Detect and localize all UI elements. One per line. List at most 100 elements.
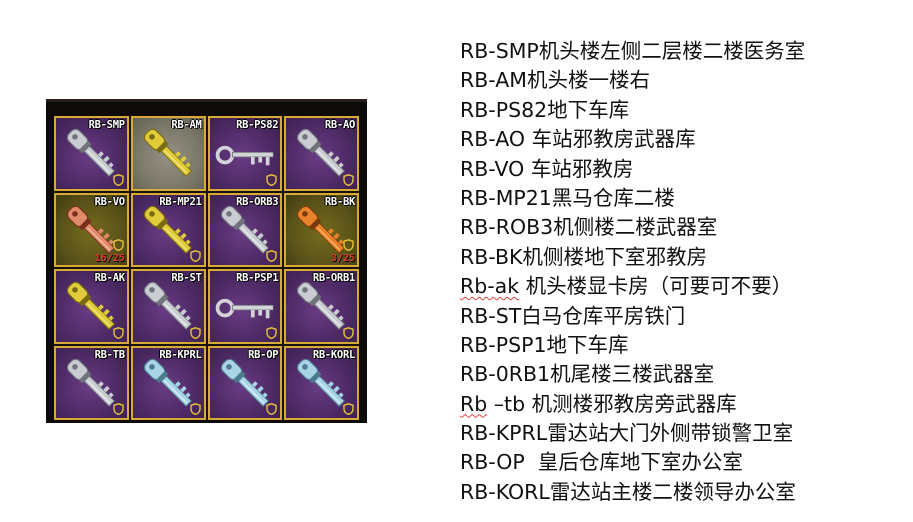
key-icon: [143, 281, 192, 330]
uses-counter: 16/25: [94, 253, 125, 264]
note-line: RB-AO 车站邪教房武器库: [460, 125, 900, 154]
slot-label: RB-PSP1: [236, 272, 279, 284]
note-text: 机侧楼地下室邪教房: [522, 244, 707, 269]
note-line: RB-0RB1机尾楼三楼武器室: [460, 360, 900, 389]
inventory-slot[interactable]: RB-ST: [130, 269, 206, 344]
note-line: RB-ST白马仓库平房铁门: [460, 302, 900, 331]
note-code: RB-ST: [460, 303, 522, 328]
key-icon: [66, 205, 115, 254]
inventory-slot[interactable]: RB-OP: [207, 345, 283, 420]
note-text: 机侧楼二楼武器室: [553, 215, 718, 240]
shield-icon: [266, 326, 277, 339]
inventory-slot[interactable]: RB-AM: [130, 116, 206, 191]
note-code: RB-OP: [460, 450, 525, 475]
slot-label: RB-ORB1: [312, 272, 355, 284]
inventory-slot[interactable]: RB-BK 3/25: [284, 192, 359, 267]
note-text: 地下车库: [546, 332, 629, 357]
slot-label: RB-OP: [248, 348, 279, 361]
slot-label: RB-AO: [324, 119, 355, 131]
note-text: 机头楼左侧二层楼二楼医务室: [538, 39, 806, 63]
note-line: RB-BK机侧楼地下室邪教房: [460, 243, 900, 272]
key-icon: [66, 358, 115, 407]
note-code: RB-KPRL: [460, 421, 548, 446]
slot-label: RB-AM: [171, 119, 202, 131]
slot-label: RB-KORL: [312, 348, 355, 361]
note-line: Rb-ak 机头楼显卡房（可要可不要）: [460, 272, 900, 301]
note-code: RB-BK: [460, 244, 523, 269]
note-text: 皇后仓库地下室办公室: [524, 450, 743, 475]
note-text: 车站邪教房: [524, 156, 634, 181]
note-text: 白马仓库平房铁门: [521, 303, 686, 328]
inventory-slot[interactable]: RB-AO: [284, 116, 359, 191]
note-line: RB-AM机头楼一楼右: [460, 66, 900, 95]
note-text: 地下车库: [547, 97, 630, 122]
key-icon: [143, 128, 192, 177]
note-text: 车站邪教房武器库: [525, 127, 696, 152]
slot-label: RB-PS82: [236, 119, 279, 131]
key-icon: [297, 205, 346, 254]
note-text: 机头楼一楼右: [526, 68, 650, 93]
note-text: –tb 机测楼邪教房旁武器库: [487, 391, 737, 416]
note-line: RB-KORL雷达站主楼二楼领导办公室: [460, 478, 900, 507]
shield-icon: [343, 326, 354, 339]
uses-counter: 3/25: [330, 253, 355, 264]
note-text: 雷达站主楼二楼领导办公室: [549, 479, 796, 504]
slot-label: RB-ST: [171, 272, 202, 284]
shield-icon: [343, 239, 354, 251]
shield-icon: [113, 239, 124, 251]
slot-label: RB-SMP: [88, 119, 125, 131]
key-icon: [297, 358, 346, 407]
note-code: RB-PSP1: [460, 332, 547, 357]
inventory-panel: RB-SMP RB-AM RB-PS82 RB-AO RB-VO 16/25 RB-MP21…: [46, 99, 367, 423]
shield-icon: [266, 250, 277, 262]
note-line: RB-ROB3机侧楼二楼武器室: [460, 213, 900, 242]
inventory-slot[interactable]: RB-PS82: [207, 116, 283, 191]
shield-icon: [189, 250, 201, 262]
shield-icon: [266, 403, 277, 415]
inventory-slot[interactable]: RB-MP21: [130, 192, 206, 267]
shield-icon: [113, 173, 124, 186]
note-line: RB-KPRL雷达站大门外侧带锁警卫室: [460, 419, 900, 448]
shield-icon: [113, 326, 124, 339]
note-code: RB-AM: [460, 68, 527, 93]
note-line: RB-MP21黑马仓库二楼: [460, 184, 900, 213]
note-line: Rb –tb 机测楼邪教房旁武器库: [460, 390, 900, 419]
shield-icon: [189, 326, 201, 339]
note-line: RB-PSP1地下车库: [460, 331, 900, 360]
key-icon: [215, 298, 274, 319]
key-icon: [215, 145, 274, 166]
note-code: RB-VO: [460, 156, 525, 181]
note-code: RB-KORL: [460, 479, 550, 504]
inventory-slot[interactable]: RB-VO 16/25: [54, 192, 129, 267]
inventory-slot[interactable]: RB-ORB1: [284, 269, 359, 344]
key-icon: [297, 281, 346, 330]
inventory-slot[interactable]: RB-KORL: [284, 345, 359, 420]
note-line: RB-PS82地下车库: [460, 96, 900, 125]
key-icon: [66, 281, 115, 330]
slot-label: RB-MP21: [159, 195, 202, 208]
shield-icon: [266, 173, 277, 186]
inventory-slot[interactable]: RB-SMP: [54, 116, 129, 191]
inventory-slot[interactable]: RB-PSP1: [207, 269, 283, 344]
note-code: RB-SMP: [460, 39, 539, 63]
note-line: RB-SMP机头楼左侧二层楼二楼医务室: [460, 37, 900, 66]
shield-icon: [189, 403, 201, 415]
inventory-slot[interactable]: RB-ORB3: [207, 192, 283, 267]
inventory-slot[interactable]: RB-KPRL: [130, 345, 206, 420]
slot-label: RB-VO: [94, 195, 125, 208]
note-code: Rb: [460, 391, 488, 416]
inventory-slot[interactable]: RB-AK: [54, 269, 129, 344]
note-text: 雷达站大门外侧带锁警卫室: [547, 421, 794, 446]
note-code: RB-AO: [460, 127, 526, 152]
slot-label: RB-ORB3: [236, 195, 279, 208]
note-text: 机尾楼三楼武器室: [550, 362, 715, 387]
slot-label: RB-BK: [324, 195, 355, 208]
shield-icon: [113, 403, 124, 415]
inventory-grid: RB-SMP RB-AM RB-PS82 RB-AO RB-VO 16/25 RB-MP21…: [54, 116, 359, 420]
slot-label: RB-TB: [94, 348, 125, 361]
inventory-slot[interactable]: RB-TB: [54, 345, 129, 420]
shield-icon: [343, 403, 354, 415]
note-line: RB-OP 皇后仓库地下室办公室: [460, 448, 900, 477]
key-icon: [143, 358, 192, 407]
slot-label: RB-KPRL: [159, 348, 202, 361]
